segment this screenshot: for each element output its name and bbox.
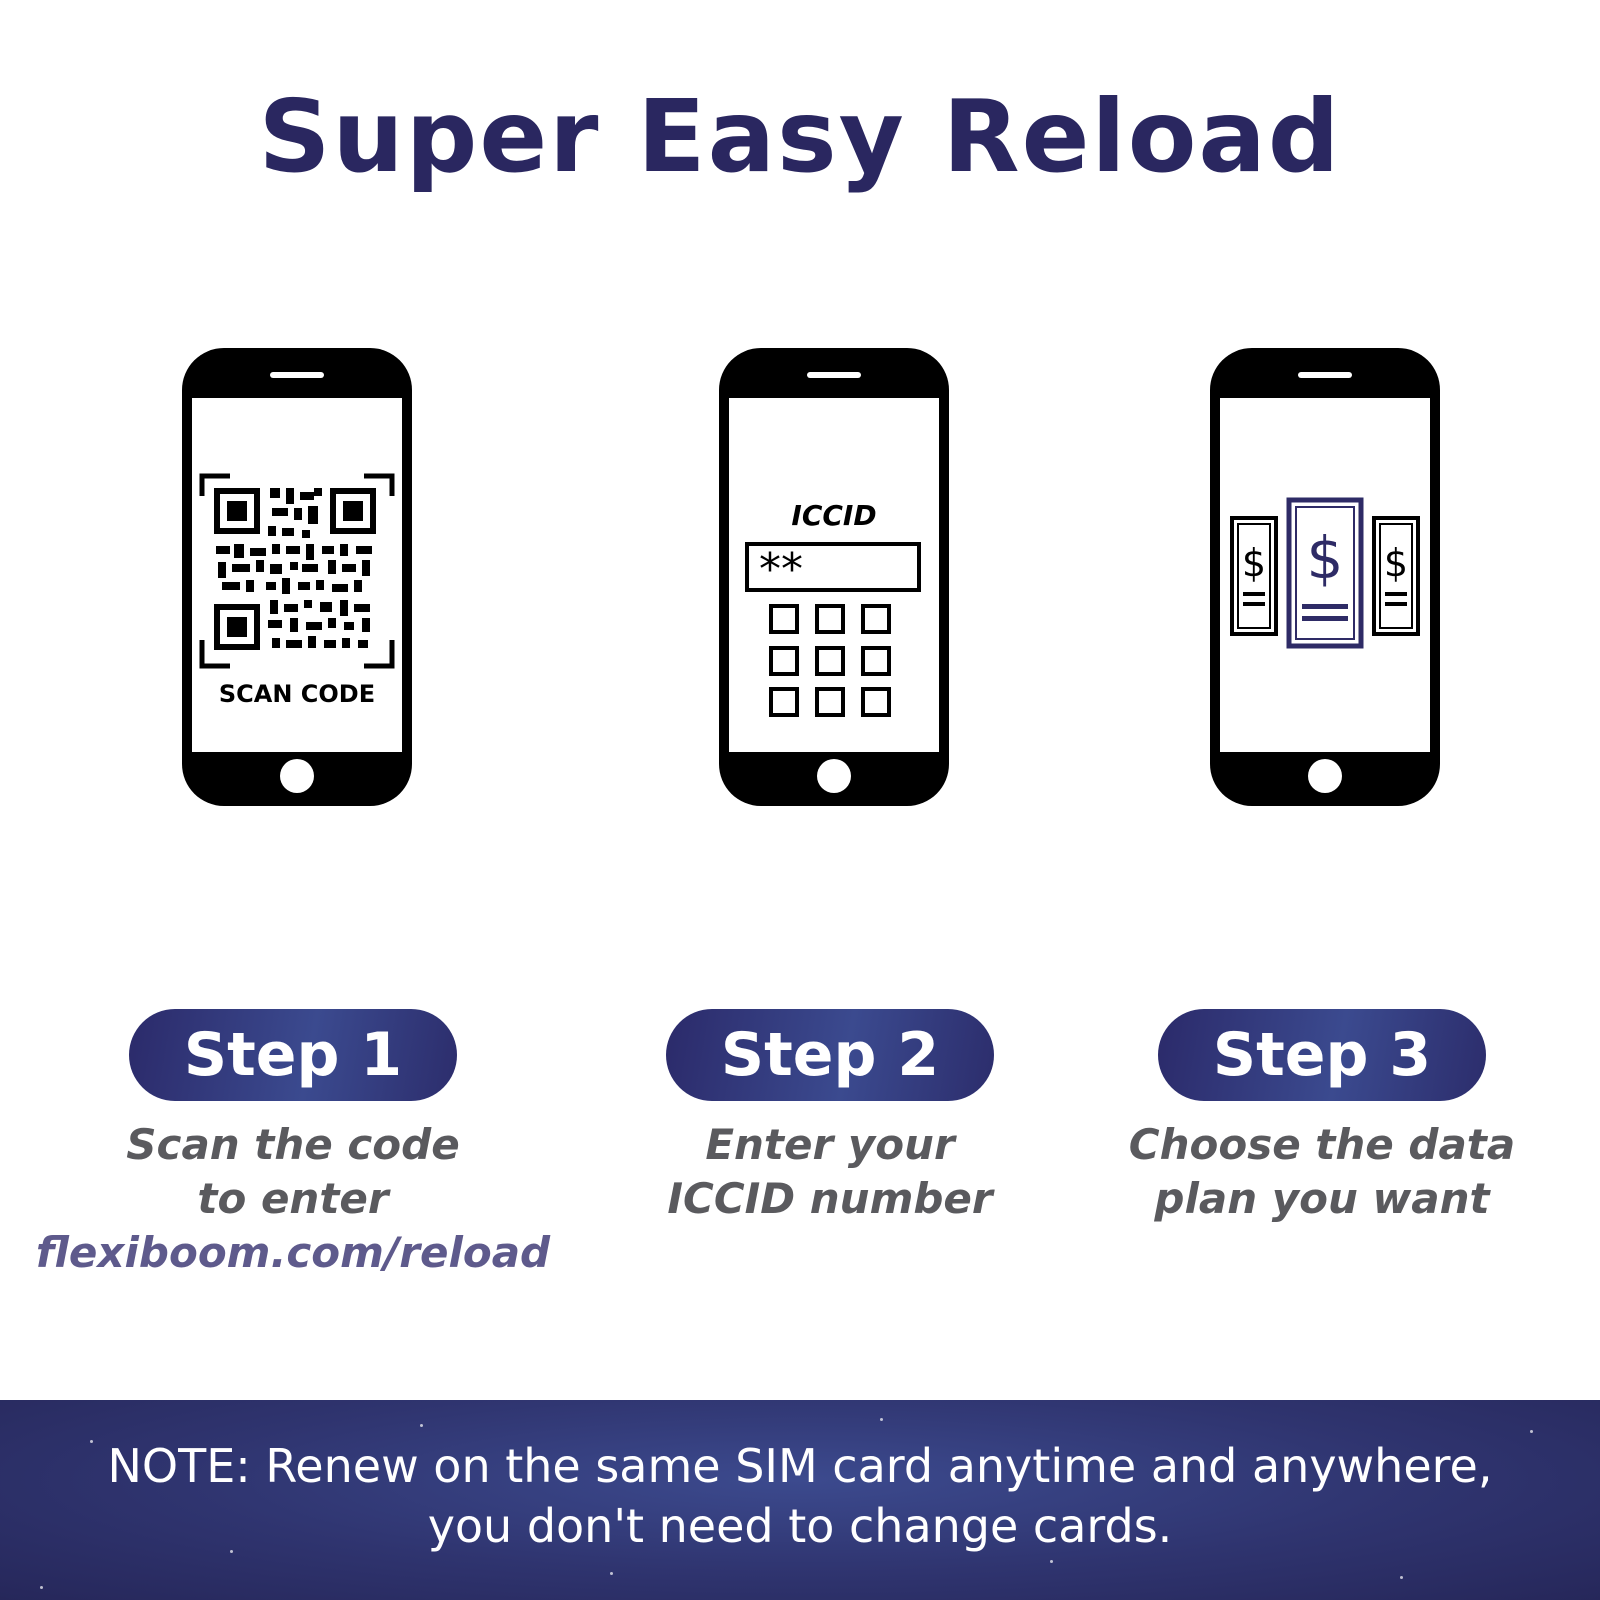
dollar-bills-icon: $ $ $ [1230,497,1420,649]
iccid-label: ICCID [791,499,876,532]
note-line-2: you don't need to change cards. [427,1499,1173,1553]
note-banner: NOTE: Renew on the same SIM card anytime… [0,1400,1600,1600]
note-text: NOTE: Renew on the same SIM card anytime… [0,1436,1600,1556]
step-3-line-1: Choose the data [1128,1120,1516,1169]
phone-dollar-icon: $ $ $ [1210,348,1440,806]
svg-text:$: $ [1242,541,1266,585]
phone-step-2: ICCID ** [719,348,949,806]
step-1-line-2: to enter [197,1174,389,1223]
step-2-badge: Step 2 [666,1009,994,1101]
step-3-badge: Step 3 [1158,1009,1486,1101]
step-3-line-2: plan you want [1154,1174,1490,1223]
note-line-1: NOTE: Renew on the same SIM card anytime… [107,1439,1493,1493]
phone-keypad-icon: ICCID ** [719,348,949,806]
page-title: Super Easy Reload [258,78,1342,195]
step-1-description: Scan the code to enter flexiboom.com/rel… [33,1118,553,1280]
reload-link[interactable]: flexiboom.com/reload [35,1228,551,1277]
step-1-line-1: Scan the code [126,1120,460,1169]
step-1-badge: Step 1 [129,1009,457,1101]
svg-text:$: $ [1384,541,1408,585]
step-2-line-2: ICCID number [667,1174,993,1223]
step-3-description: Choose the data plan you want [1062,1118,1582,1226]
qr-code-icon [214,488,376,650]
phone-step-1: SCAN CODE [182,348,412,806]
phone-qr-icon: SCAN CODE [182,348,412,806]
iccid-field [745,542,921,592]
phone-step-3: $ $ $ [1210,348,1440,806]
keypad-icon [769,604,891,717]
step-2-description: Enter your ICCID number [570,1118,1090,1226]
step-2-line-1: Enter your [705,1120,955,1169]
iccid-field-value: ** [759,544,803,595]
scan-code-label: SCAN CODE [219,680,375,708]
svg-text:$: $ [1307,524,1344,592]
